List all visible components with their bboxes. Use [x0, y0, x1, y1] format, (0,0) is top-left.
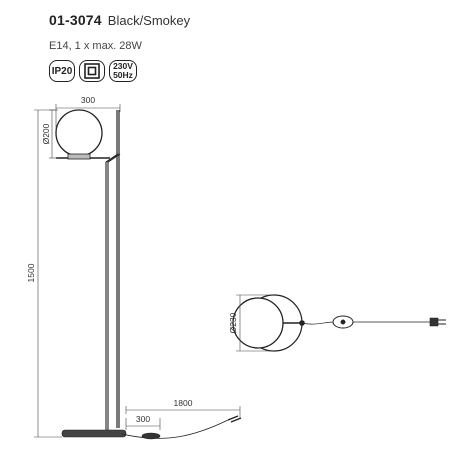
double-insulation-class-ii-icon — [79, 60, 105, 82]
lamp-globe — [55, 109, 103, 157]
dim-base-diameter: Ø230 — [228, 312, 238, 333]
spec-badges: IP20 230V 50Hz — [49, 60, 137, 82]
lamp-side-view — [55, 109, 242, 440]
dim-globe-diameter: Ø200 — [41, 123, 51, 144]
dim-arm-width: 300 — [81, 95, 95, 105]
lamp-arm — [105, 153, 119, 430]
ip-rating-label: IP20 — [51, 65, 73, 77]
dim-cable-length: 1800 — [174, 398, 193, 408]
product-header: 01-3074 Black/Smokey — [49, 12, 190, 30]
foot-switch — [141, 432, 161, 440]
plug — [227, 415, 242, 423]
lamp-top-view — [232, 294, 446, 352]
top-view-globe — [232, 297, 284, 349]
ip-rating-badge: IP20 — [49, 60, 75, 82]
product-finish: Black/Smokey — [107, 13, 191, 28]
dim-height: 1500 — [26, 263, 36, 282]
lamp-cable — [121, 419, 229, 439]
frequency-label: 50Hz — [113, 70, 133, 80]
voltage-badge: 230V 50Hz — [109, 60, 137, 82]
lamp-base — [61, 429, 127, 438]
lamp-socket — [67, 153, 91, 160]
dim-base-width: 300 — [136, 414, 150, 424]
dimension-lines — [34, 104, 241, 438]
bulb-spec: E14, 1 x max. 28W — [49, 40, 142, 52]
product-code: 01-3074 — [49, 12, 102, 28]
top-view-plug — [429, 317, 439, 327]
voltage-label: 230V — [113, 61, 133, 71]
top-view-cable — [301, 321, 334, 325]
